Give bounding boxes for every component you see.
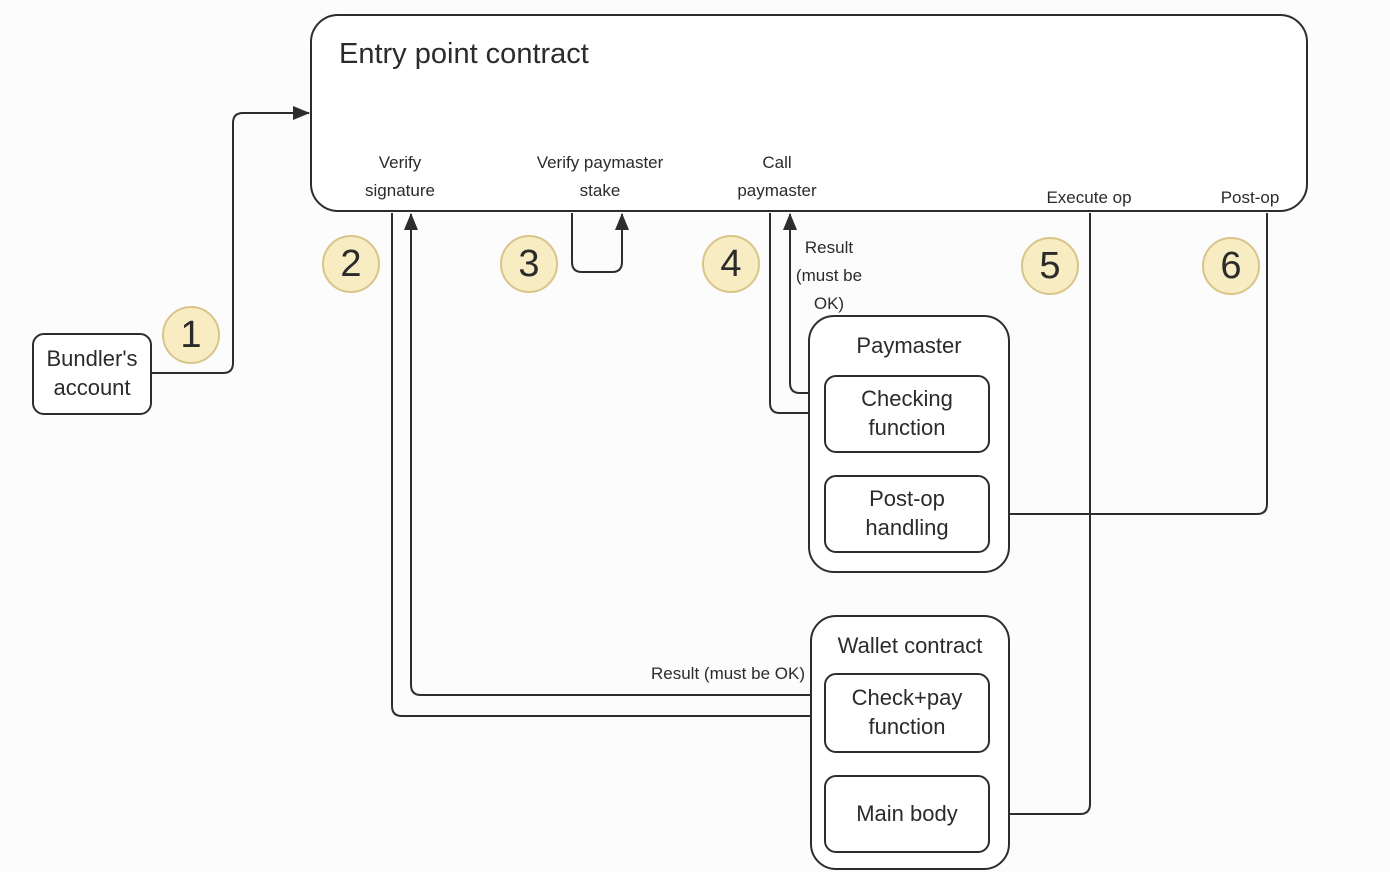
step-number: 2 [340, 242, 362, 285]
wallet-contract-title: Wallet contract [837, 633, 983, 658]
post-op-handling-node: Post-op handling [824, 475, 990, 553]
entry-point-title: Entry point contract [339, 38, 589, 70]
port-label-line: Call [762, 153, 792, 172]
port-label-verify-paymaster-stake: Verify paymaster stake [520, 149, 680, 205]
edge-checking-result-to-entry [783, 213, 828, 394]
port-label-line: Execute op [1046, 188, 1132, 207]
edge-label-line: Result [804, 238, 854, 257]
port-label-line: stake [579, 181, 621, 200]
paymaster-result-label: Result (must be OK) [769, 234, 889, 318]
edge-label-line: (must be [795, 266, 863, 285]
edge-label-line: Result (must be OK) [651, 664, 805, 683]
step-badge-5: 5 [1021, 237, 1079, 295]
step-number: 5 [1039, 244, 1061, 287]
edge-label-line: OK) [813, 294, 845, 313]
main-body-label: Main body [856, 800, 958, 826]
port-label-line: paymaster [737, 181, 817, 200]
port-label-execute-op: Execute op [1019, 184, 1159, 212]
port-label-line: Post-op [1220, 188, 1280, 207]
step-badge-2: 2 [322, 235, 380, 293]
step-number: 4 [720, 242, 742, 285]
wallet-result-label: Result (must be OK) [600, 664, 805, 684]
step-badge-6: 6 [1202, 237, 1260, 295]
port-label-line: Verify paymaster [536, 153, 664, 172]
step-badge-3: 3 [500, 235, 558, 293]
step-badge-1: 1 [162, 306, 220, 364]
checking-function-node: Checking function [824, 375, 990, 453]
edge-entry-to-checkpay-function [391, 213, 827, 723]
main-body-node: Main body [824, 775, 990, 853]
step-number: 6 [1220, 244, 1242, 287]
port-label-post-op: Post-op [1180, 184, 1320, 212]
check-pay-function-label: Check+pay function [851, 685, 963, 739]
check-pay-function-node: Check+pay function [824, 673, 990, 753]
edge-bundler-to-entry [152, 106, 310, 374]
edge-checkpay-result-to-entry [404, 213, 828, 696]
edge-execute-op-to-main-body [990, 213, 1091, 821]
bundler-account-label: Bundler's account [46, 346, 138, 400]
step-number: 1 [180, 313, 202, 356]
port-label-verify-signature: Verify signature [330, 149, 470, 205]
paymaster-title: Paymaster [856, 333, 962, 358]
step-badge-4: 4 [702, 235, 760, 293]
edge-post-op-to-postop-handling [990, 213, 1268, 521]
port-label-line: signature [365, 181, 435, 200]
edge-entry-to-checking-function [769, 213, 827, 420]
entry-point-contract-node: Entry point contract [310, 14, 1308, 212]
checking-function-label: Checking function [861, 386, 953, 440]
edge-verify-stake-self-loop [571, 213, 629, 273]
step-number: 3 [518, 242, 540, 285]
post-op-handling-label: Post-op handling [865, 486, 949, 540]
port-label-call-paymaster: Call paymaster [707, 149, 847, 205]
bundler-account-node: Bundler's account [32, 333, 152, 415]
port-label-line: Verify [378, 153, 422, 172]
